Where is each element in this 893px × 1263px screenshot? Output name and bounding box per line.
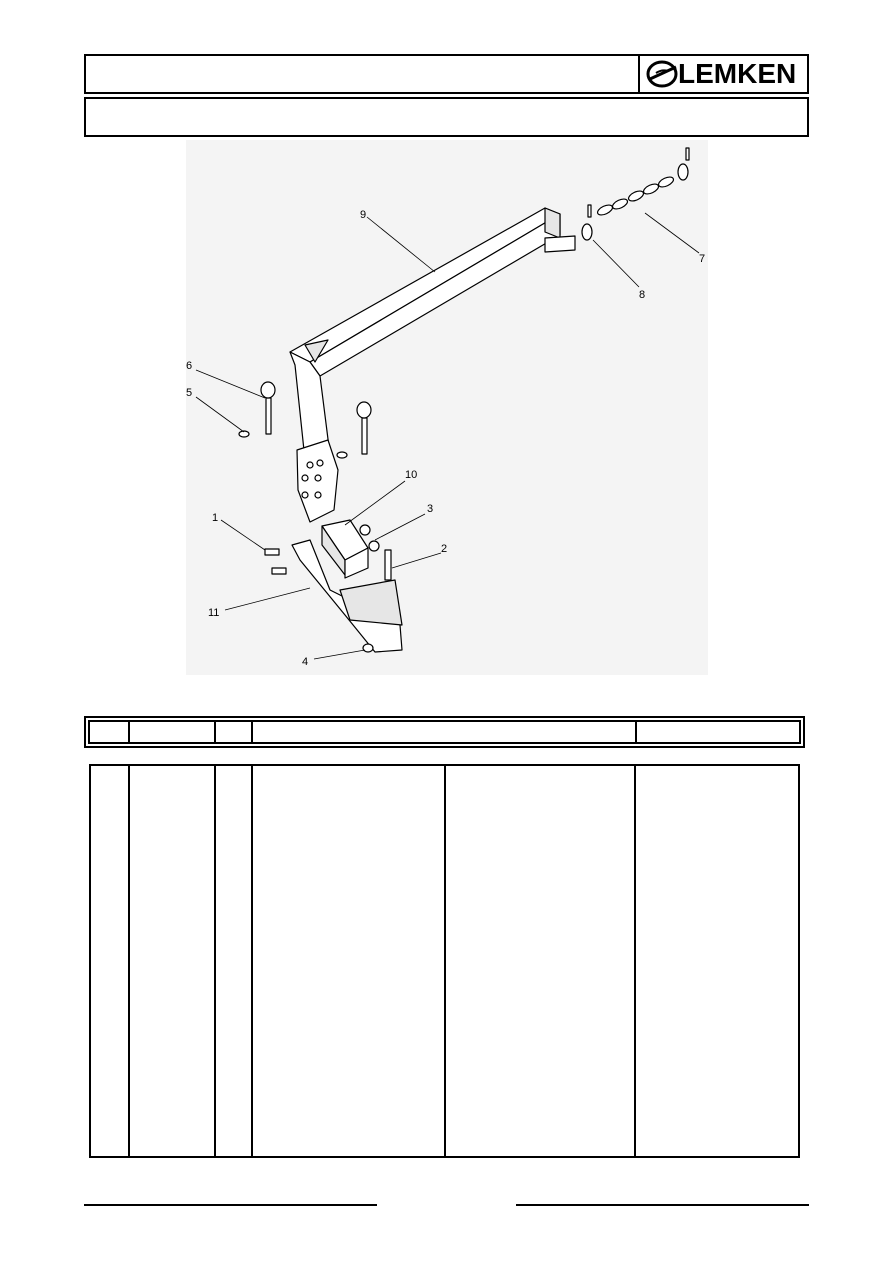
callout-5: 5 (186, 387, 192, 399)
callout-7: 7 (699, 253, 705, 265)
callout-8: 8 (639, 289, 645, 301)
header-box: LEMKEN (84, 54, 809, 94)
footer-line-right (516, 1204, 809, 1206)
callout-2: 2 (441, 543, 447, 555)
callout-11: 11 (208, 607, 219, 619)
callout-3: 3 (427, 503, 433, 515)
callout-10: 10 (405, 469, 417, 481)
header-title (94, 66, 634, 86)
callout-4: 4 (302, 656, 308, 668)
lemken-logo-icon (646, 60, 678, 88)
callout-9: 9 (360, 209, 366, 221)
parts-table-body (89, 764, 800, 1158)
header-subtitle (94, 109, 794, 129)
subheader-box (84, 97, 809, 137)
callout-1: 1 (212, 512, 218, 524)
exploded-parts-diagram: 9 8 7 6 5 10 3 2 1 11 4 (186, 140, 708, 675)
callout-6: 6 (186, 360, 192, 372)
logo-cell: LEMKEN (638, 56, 807, 92)
footer-line-left (84, 1204, 377, 1206)
parts-table-header (84, 716, 805, 748)
brand-name: LEMKEN (678, 58, 797, 89)
